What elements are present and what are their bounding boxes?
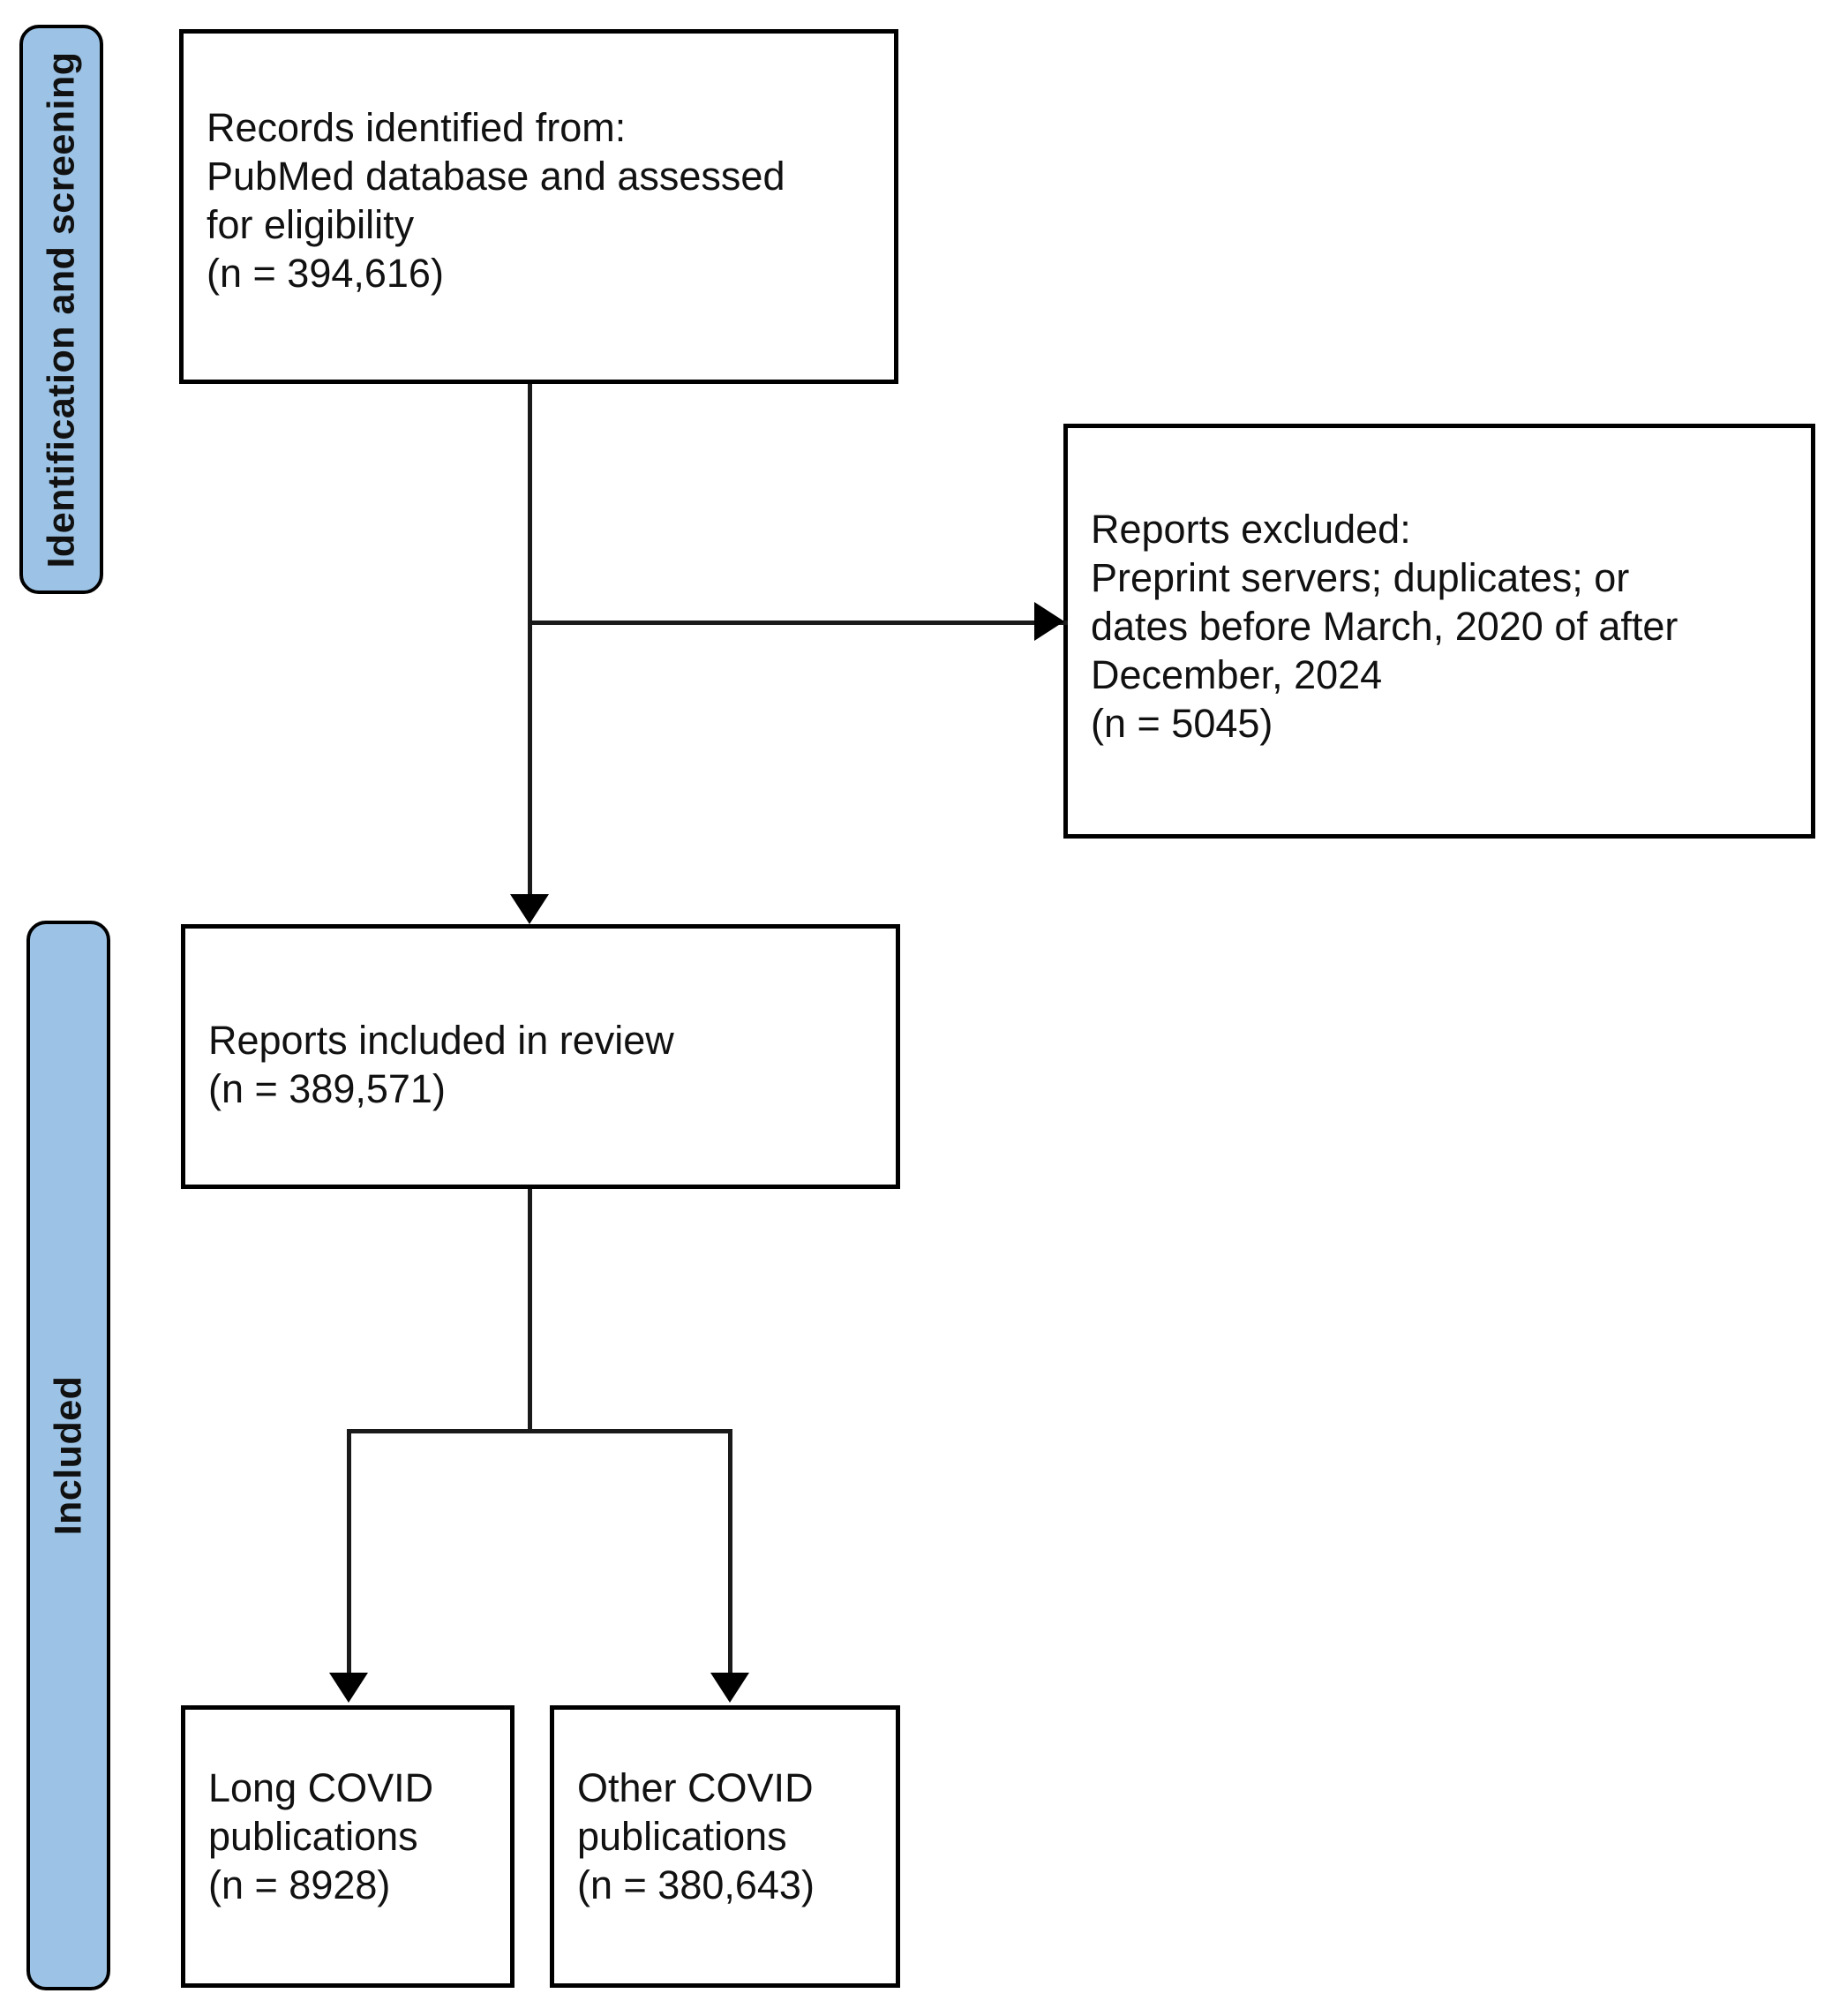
arrowhead-included-down <box>510 894 549 924</box>
box-reports-included: Reports included in review (n = 389,571) <box>181 924 900 1189</box>
box-reports-included-text: Reports included in review (n = 389,571) <box>208 1018 674 1111</box>
box-long-covid-publications-text: Long COVID publications (n = 8928) <box>208 1765 434 1907</box>
connector-split-to-long-covid <box>347 1429 351 1674</box>
arrowhead-excluded-right <box>1034 602 1064 641</box>
box-other-covid-publications-text: Other COVID publications (n = 380,643) <box>577 1765 815 1907</box>
phase-band-identification: Identification and screening <box>19 25 103 594</box>
box-records-identified-text: Records identified from: PubMed database… <box>207 105 785 296</box>
arrowhead-long-covid-down <box>329 1673 368 1703</box>
arrowhead-other-covid-down <box>710 1673 749 1703</box>
box-reports-excluded-text: Reports excluded: Preprint servers; dupl… <box>1091 507 1679 746</box>
connector-identified-to-included <box>528 384 532 898</box>
box-other-covid-publications: Other COVID publications (n = 380,643) <box>550 1705 900 1988</box>
connector-included-to-split <box>528 1189 532 1432</box>
connector-split-to-other-covid <box>728 1429 732 1674</box>
box-records-identified: Records identified from: PubMed database… <box>179 29 898 384</box>
connector-to-excluded <box>528 621 1068 625</box>
box-reports-excluded: Reports excluded: Preprint servers; dupl… <box>1063 424 1815 839</box>
connector-split-bar <box>347 1429 732 1433</box>
phase-band-identification-label: Identification and screening <box>40 50 82 568</box>
box-long-covid-publications: Long COVID publications (n = 8928) <box>181 1705 514 1988</box>
phase-band-included: Included <box>26 921 110 1990</box>
phase-band-included-label: Included <box>47 1375 89 1536</box>
